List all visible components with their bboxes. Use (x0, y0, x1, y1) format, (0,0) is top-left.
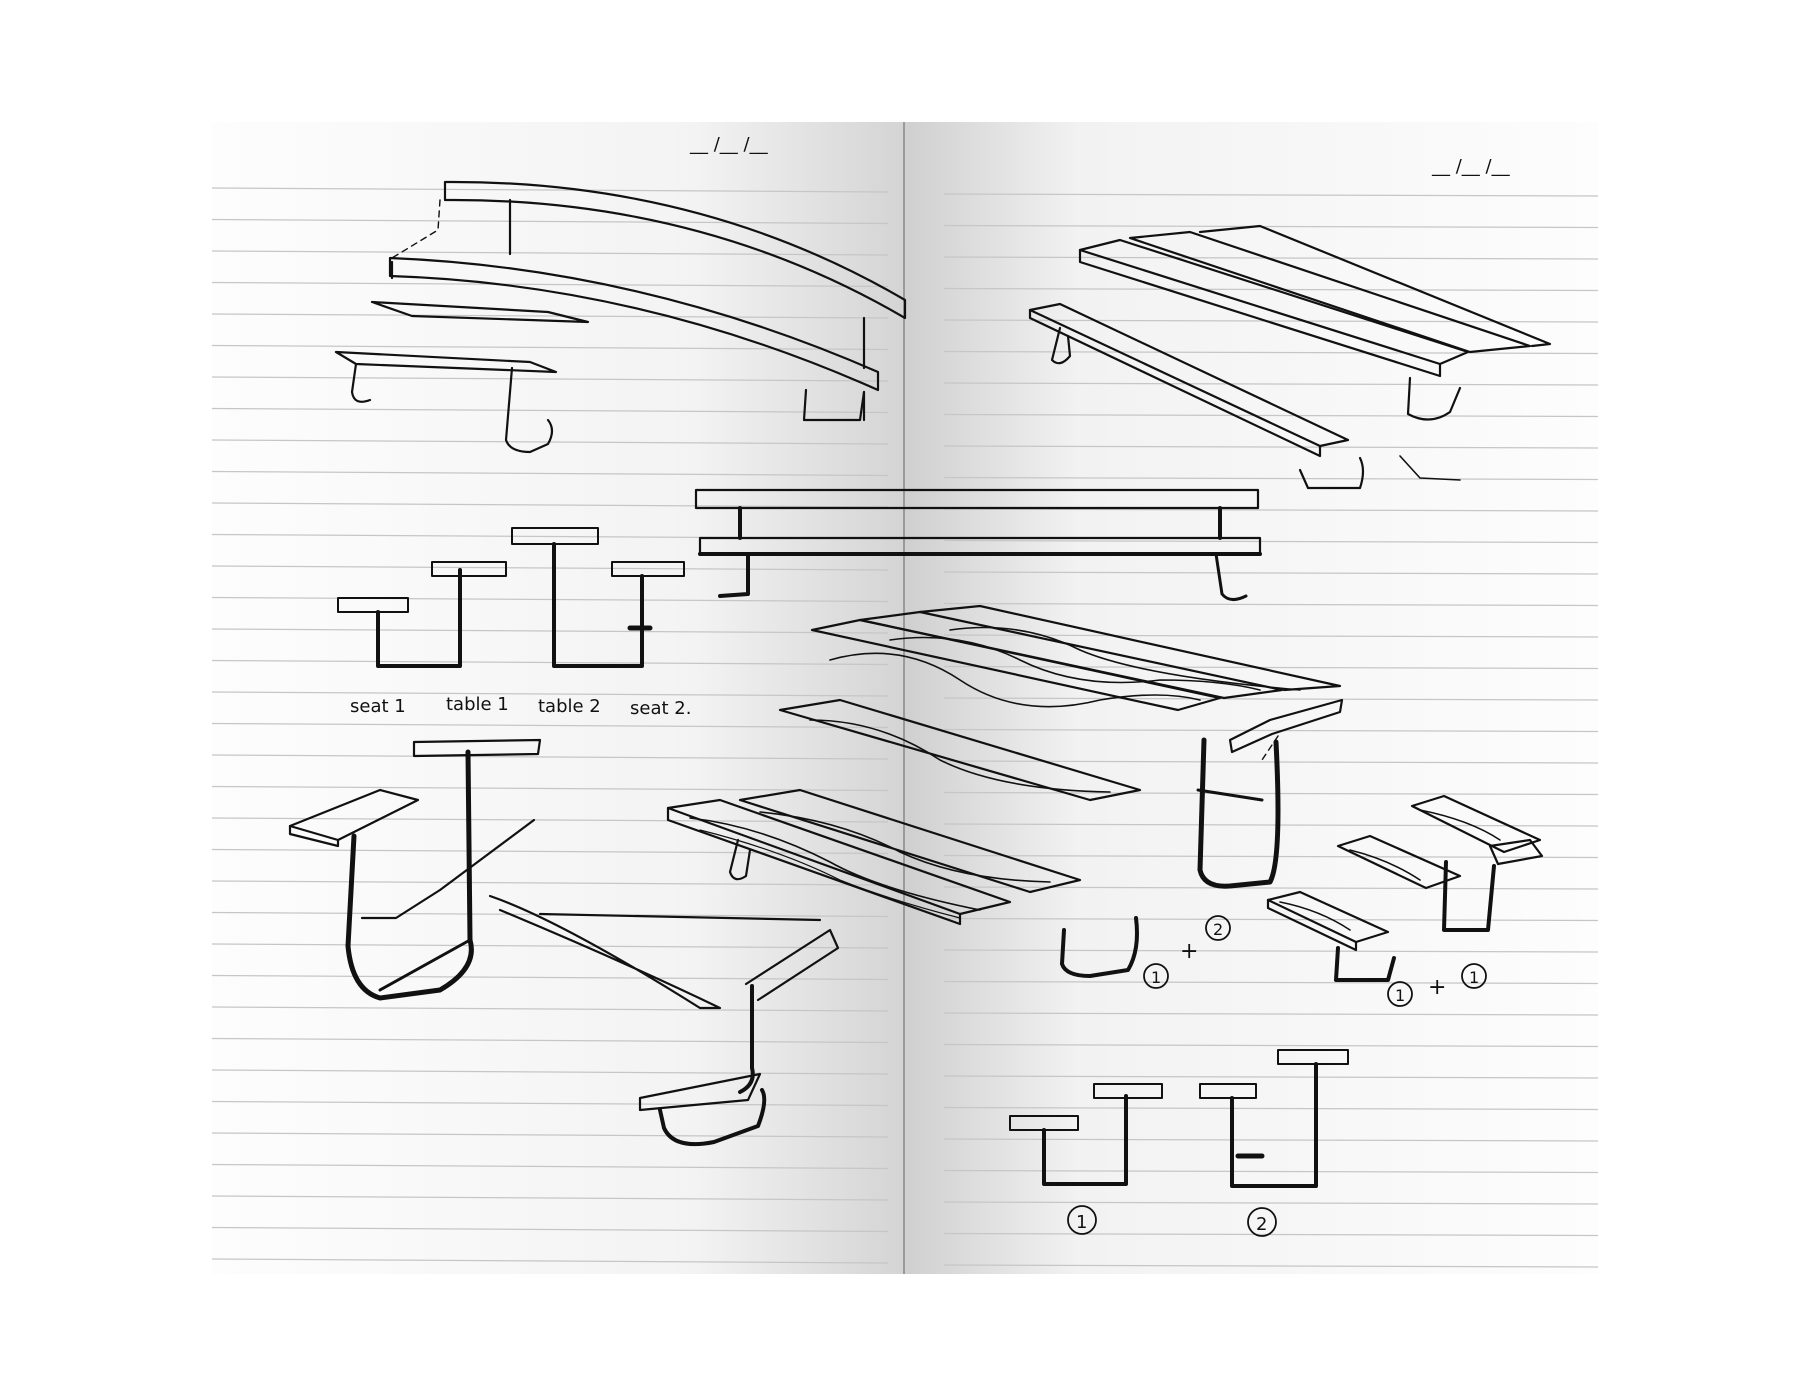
profile-labels-right (1067, 1205, 1277, 1237)
ruled-line (211, 1195, 889, 1201)
ruled-line (211, 407, 889, 414)
ruled-line (943, 949, 1599, 953)
profile-label-table-2: table 2 (538, 696, 601, 717)
profile-label-table-1: table 1 (446, 694, 509, 715)
profile-label-right-1: 1 (1076, 1212, 1087, 1233)
combo-a-label (1143, 915, 1231, 989)
sketch-u-frame-bench (288, 738, 840, 1147)
ruled-line (943, 476, 1599, 481)
ruled-line (211, 250, 889, 256)
combo-b-plus: + (1428, 975, 1446, 1000)
date-field-right: __ /__ /__ (1431, 156, 1511, 177)
ruled-line (211, 565, 889, 571)
ruled-line (211, 1069, 889, 1075)
combo-b-first: 1 (1395, 986, 1405, 1005)
ruled-line (943, 823, 1599, 827)
combo-b-label (1387, 963, 1487, 1007)
ruled-line (211, 313, 889, 319)
ruled-line (943, 728, 1599, 733)
ruled-line (211, 974, 889, 981)
ruled-line (211, 754, 889, 760)
ruled-line (943, 1043, 1599, 1048)
combo-a-plus: + (1180, 939, 1198, 964)
date-field-left: __ /__ /__ (689, 134, 769, 155)
combo-a-first: 1 (1151, 968, 1161, 987)
ruled-line (943, 224, 1599, 229)
ruled-line (943, 1012, 1599, 1016)
ruled-line (211, 1006, 889, 1012)
ruled-line (943, 1106, 1599, 1111)
sketch-side-elevation (694, 488, 1262, 601)
ruled-line (943, 413, 1599, 418)
ruled-line (943, 382, 1599, 386)
ruled-line (943, 445, 1599, 449)
ruled-lines-right (943, 193, 1599, 1268)
ruled-line (211, 1037, 889, 1044)
profile-labels-left: seat 1 table 1 table 2 seat 2. (350, 694, 691, 719)
sketch-flat-table-benches (1028, 224, 1552, 490)
profile-label-right-2: 2 (1256, 1214, 1267, 1235)
ruled-line (943, 1201, 1599, 1205)
ruled-lines-left (211, 187, 889, 1264)
ruled-line (211, 1226, 889, 1233)
ruled-line (211, 1163, 889, 1170)
ruled-line (943, 697, 1599, 701)
ruled-line (211, 502, 889, 508)
sketch-wood-table-set (666, 604, 1344, 978)
sketch-profiles-right (1009, 1049, 1349, 1188)
ruled-line (943, 602, 1599, 607)
ruled-line (211, 1258, 889, 1264)
profile-label-seat-2: seat 2. (630, 698, 691, 719)
ruled-line (943, 508, 1599, 512)
ruled-line (943, 1169, 1599, 1174)
ruled-line (211, 691, 889, 697)
ruled-line (211, 187, 889, 193)
ruled-line (943, 665, 1599, 670)
ruled-line (943, 854, 1599, 859)
ruled-line (211, 1132, 889, 1138)
ruled-line (211, 785, 889, 792)
ruled-line (211, 376, 889, 382)
ruled-line (211, 470, 889, 477)
ruled-line (943, 571, 1599, 575)
ruled-line (943, 193, 1599, 197)
ruled-line (943, 1138, 1599, 1142)
profile-label-seat-1: seat 1 (350, 696, 406, 717)
sketch-profiles-left (337, 527, 685, 668)
ruled-line (943, 980, 1599, 985)
ruled-line (211, 596, 889, 603)
ruled-line (943, 760, 1599, 764)
ruled-line (211, 218, 889, 225)
combo-b-second: 1 (1469, 968, 1479, 987)
ruled-line (943, 1264, 1599, 1268)
ruled-line (943, 1232, 1599, 1237)
ruled-line (211, 722, 889, 729)
ruled-line (211, 659, 889, 666)
ruled-line (211, 1100, 889, 1107)
ruled-line (211, 817, 889, 823)
sketch-curved-bench-table (334, 180, 907, 454)
ruled-line (943, 791, 1599, 796)
ruled-line (211, 281, 889, 288)
ruled-line (211, 880, 889, 886)
ruled-line (211, 943, 889, 949)
combo-a-second: 2 (1213, 920, 1223, 939)
ruled-line (943, 539, 1599, 544)
ruled-line (943, 634, 1599, 638)
sketch-small-bench-set (1266, 794, 1544, 982)
ruled-line (943, 1075, 1599, 1079)
ruled-line (211, 628, 889, 634)
